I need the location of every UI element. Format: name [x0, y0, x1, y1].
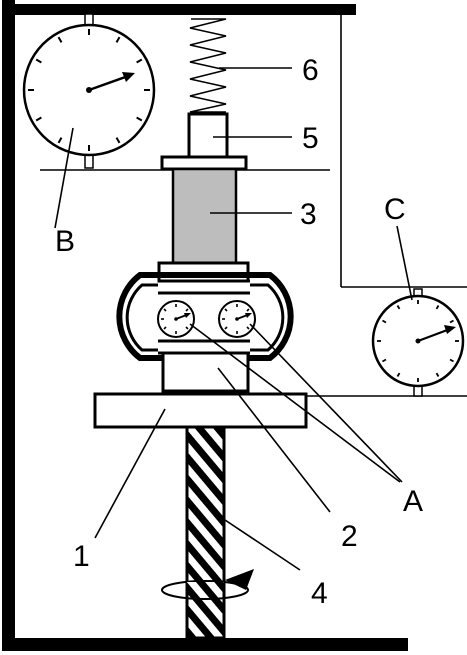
label-a: A [403, 485, 423, 518]
dial-tick [382, 319, 387, 324]
specimen-3 [171, 167, 238, 265]
ring-top-bridge [158, 281, 250, 293]
dial-tick [449, 319, 454, 324]
label-3: 3 [300, 198, 317, 231]
dial-tick [57, 137, 63, 144]
dial-tick [136, 58, 143, 64]
leader-a-left [189, 323, 401, 483]
dial-tick [435, 372, 440, 377]
elastic-ring-outer [116, 272, 294, 361]
dial-tick [382, 358, 387, 363]
leader-a-right [249, 323, 403, 483]
gauge-a-left [157, 300, 195, 338]
leader-1 [94, 408, 166, 539]
leader-c [396, 225, 413, 301]
screw-4 [185, 425, 226, 640]
label-c: C [384, 193, 406, 226]
label-5: 5 [302, 122, 319, 155]
dial-gauge-b [22, 13, 156, 169]
piston-5 [187, 112, 229, 159]
ring-bottom-bridge [158, 341, 250, 353]
dial-gauge-c [371, 288, 465, 397]
platform-1 [93, 392, 308, 429]
elastic-ring-inner [125, 283, 285, 352]
dial-tick [435, 305, 440, 310]
label-1: 1 [73, 540, 90, 573]
frame-base [2, 638, 408, 651]
frame-top-beam [2, 4, 356, 15]
dial-tick [57, 36, 63, 43]
leader-4 [209, 509, 301, 571]
dial-tick [396, 305, 401, 310]
dial-tick [115, 36, 121, 43]
label-4: 4 [311, 577, 328, 610]
dial-tick [449, 358, 454, 363]
dial-tick [136, 116, 143, 122]
rotation-arrow-icon [161, 569, 254, 600]
frame-left-post [2, 0, 15, 651]
gauge-a-right [218, 300, 256, 338]
label-6: 6 [302, 54, 319, 87]
dial-tick [396, 372, 401, 377]
spring-6 [189, 18, 227, 113]
leader-b [54, 127, 74, 229]
upper-load-plate [160, 155, 248, 171]
leader-2 [217, 367, 331, 513]
dial-tick [115, 137, 121, 144]
dial-tick [35, 116, 42, 122]
lower-block-2 [161, 351, 250, 393]
label-b: B [55, 225, 75, 258]
label-2: 2 [341, 520, 358, 553]
dial-tick [35, 58, 42, 64]
